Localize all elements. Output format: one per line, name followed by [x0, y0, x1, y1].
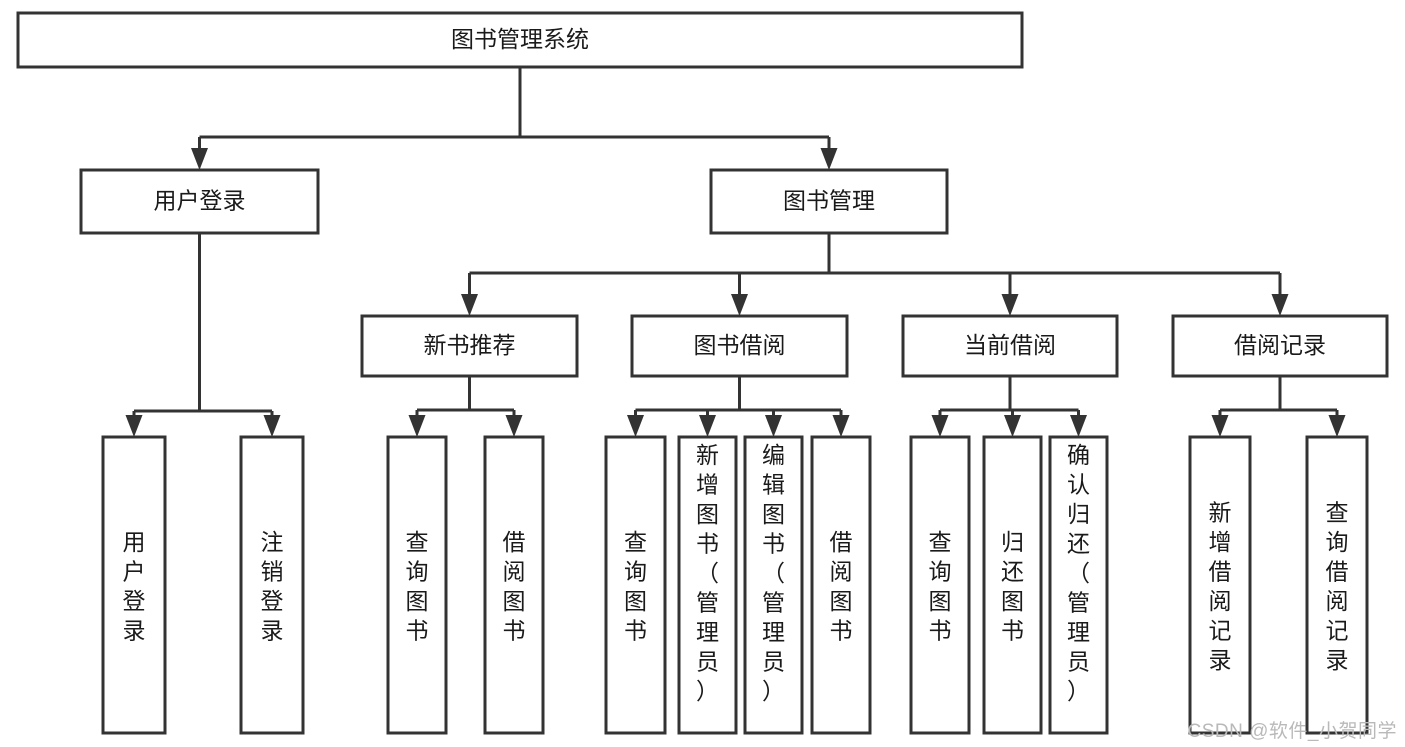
node-l2_0[interactable]: 用户登录 [79, 168, 320, 235]
node-box[interactable] [239, 435, 305, 735]
node-leaf_11[interactable]: 新增借阅记录 [1188, 435, 1252, 735]
node-label: 借阅图书 [830, 529, 853, 644]
node-box[interactable] [386, 435, 448, 735]
node-label: 借阅记录 [1234, 332, 1326, 358]
node-label: 新增借阅记录 [1209, 500, 1232, 674]
node-label: 确认归还（管理员） [1067, 442, 1090, 704]
node-box[interactable] [630, 314, 849, 378]
node-label: 查询图书 [406, 529, 429, 644]
arrow-head-icon [1328, 415, 1346, 437]
node-box[interactable] [810, 435, 872, 735]
arrow-head-icon [820, 148, 838, 170]
node-leaf_8[interactable]: 查询图书 [909, 435, 971, 735]
arrow-head-icon [408, 415, 426, 437]
node-box[interactable] [1171, 314, 1389, 378]
node-leaf_1[interactable]: 注销登录 [239, 435, 305, 735]
node-box[interactable] [901, 314, 1119, 378]
node-l3_0[interactable]: 新书推荐 [360, 314, 579, 378]
node-label: 新增图书（管理员） [696, 442, 719, 704]
node-box[interactable] [16, 11, 1024, 69]
arrow-head-icon [731, 294, 748, 316]
node-box[interactable] [483, 435, 545, 735]
node-label: 编辑图书（管理员） [762, 442, 785, 704]
arrow-head-icon [1271, 294, 1289, 316]
arrow-head-icon [931, 415, 949, 437]
arrow-head-icon [832, 415, 850, 437]
arrow-head-icon [263, 415, 281, 437]
nodes-layer: 图书管理系统用户登录图书管理新书推荐图书借阅当前借阅借阅记录用户登录注销登录查询… [16, 11, 1389, 735]
arrow-head-icon [1004, 415, 1021, 437]
arrow-head-icon [461, 294, 478, 316]
node-box[interactable] [360, 314, 579, 378]
arrow-head-icon [765, 415, 782, 437]
node-label: 注销登录 [261, 529, 284, 644]
node-box[interactable] [677, 435, 738, 735]
arrow-head-icon [1211, 415, 1229, 437]
node-label: 查询借阅记录 [1326, 500, 1349, 674]
node-leaf_3[interactable]: 借阅图书 [483, 435, 545, 735]
node-box[interactable] [909, 435, 971, 735]
arrow-head-icon [699, 415, 716, 437]
node-l3_1[interactable]: 图书借阅 [630, 314, 849, 378]
node-label: 当前借阅 [964, 332, 1056, 358]
node-leaf_10[interactable]: 确认归还（管理员） [1048, 435, 1109, 735]
node-leaf_0[interactable]: 用户登录 [101, 435, 167, 735]
node-root[interactable]: 图书管理系统 [16, 11, 1024, 69]
node-label: 图书借阅 [694, 332, 786, 358]
node-box[interactable] [1188, 435, 1252, 735]
arrow-head-icon [125, 415, 143, 437]
node-label: 图书管理系统 [451, 26, 589, 52]
arrow-head-icon [1070, 415, 1087, 437]
node-leaf_9[interactable]: 归还图书 [982, 435, 1043, 735]
node-leaf_5[interactable]: 新增图书（管理员） [677, 435, 738, 735]
node-leaf_4[interactable]: 查询图书 [604, 435, 667, 735]
node-leaf_12[interactable]: 查询借阅记录 [1305, 435, 1369, 735]
node-box[interactable] [982, 435, 1043, 735]
node-label: 用户登录 [123, 529, 146, 644]
node-l2_1[interactable]: 图书管理 [709, 168, 949, 235]
node-l3_2[interactable]: 当前借阅 [901, 314, 1119, 378]
arrow-head-icon [627, 415, 644, 437]
node-label: 借阅图书 [503, 529, 526, 644]
node-leaf_6[interactable]: 编辑图书（管理员） [743, 435, 804, 735]
node-box[interactable] [101, 435, 167, 735]
arrow-head-icon [191, 148, 208, 170]
node-box[interactable] [709, 168, 949, 235]
node-label: 查询图书 [929, 529, 952, 644]
arrow-head-icon [1001, 294, 1019, 316]
node-label: 归还图书 [1001, 529, 1024, 644]
edges-layer [125, 67, 1346, 437]
node-box[interactable] [743, 435, 804, 735]
node-label: 用户登录 [154, 188, 246, 214]
node-label: 查询图书 [624, 529, 647, 644]
node-box[interactable] [1048, 435, 1109, 735]
node-box[interactable] [79, 168, 320, 235]
arrow-head-icon [505, 415, 523, 437]
node-leaf_7[interactable]: 借阅图书 [810, 435, 872, 735]
node-leaf_2[interactable]: 查询图书 [386, 435, 448, 735]
node-label: 新书推荐 [424, 332, 516, 358]
node-box[interactable] [1305, 435, 1369, 735]
node-label: 图书管理 [783, 188, 875, 214]
node-l3_3[interactable]: 借阅记录 [1171, 314, 1389, 378]
node-box[interactable] [604, 435, 667, 735]
watermark-text: CSDN @软件_小贺同学 [1187, 721, 1397, 742]
